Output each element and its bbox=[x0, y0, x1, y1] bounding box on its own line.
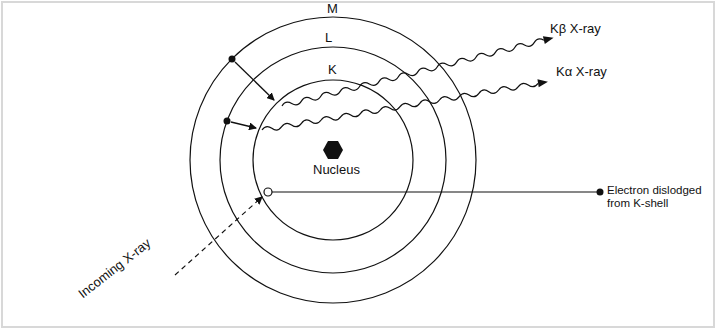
l-electron bbox=[224, 118, 231, 125]
shell-label: M bbox=[327, 2, 338, 17]
incoming-label: Incoming X-ray bbox=[76, 236, 154, 302]
xray-label: Kβ X-ray bbox=[550, 22, 601, 37]
m-shell bbox=[190, 17, 476, 303]
ejected-electron bbox=[597, 189, 604, 196]
electron-label: Electron dislodged from K-shell bbox=[607, 184, 711, 210]
nucleus-label: Nucleus bbox=[313, 163, 360, 178]
incoming-ray bbox=[175, 197, 262, 275]
k-alpha-wave bbox=[261, 78, 548, 134]
k-shell bbox=[253, 80, 413, 240]
k-beta-wave bbox=[281, 34, 555, 110]
nucleus-symbol bbox=[323, 141, 343, 159]
transition-arrow bbox=[235, 62, 274, 100]
transition-arrow bbox=[231, 122, 256, 128]
xray-label: Kα X-ray bbox=[556, 65, 607, 80]
l-shell bbox=[220, 47, 446, 273]
shell-label: L bbox=[325, 31, 332, 46]
m-electron bbox=[229, 56, 236, 63]
ejection-line bbox=[272, 191, 597, 192]
k-vacancy bbox=[264, 188, 272, 196]
shell-label: K bbox=[328, 63, 337, 78]
